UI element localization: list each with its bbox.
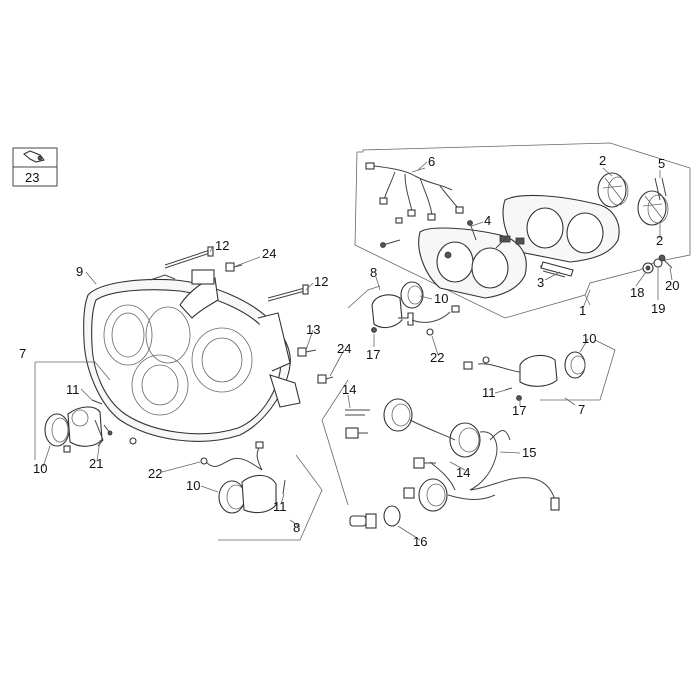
callout-22-upper: 22	[430, 350, 444, 365]
callout-8-lower: 8	[293, 520, 300, 535]
part-22-nut-upper	[426, 328, 434, 336]
callout-17-right: 17	[512, 403, 526, 418]
callout-19: 19	[651, 301, 665, 316]
callout-12-top: 12	[215, 238, 229, 253]
callout-2-top: 2	[599, 153, 606, 168]
part-14-socket-top	[345, 398, 413, 439]
callout-2-bottom: 2	[656, 233, 663, 248]
callout-7-left: 7	[19, 346, 26, 361]
callout-6: 6	[428, 154, 435, 169]
part-22-nut-center	[200, 457, 208, 465]
part-13-screw	[297, 347, 317, 357]
group-7-right-indicator-outline	[540, 339, 616, 401]
part-10-indicator-lens-left	[44, 413, 70, 447]
callout-17-upper: 17	[366, 347, 380, 362]
callout-9: 9	[76, 264, 83, 279]
part-11-screw-right	[504, 387, 513, 391]
callout-23: 23	[25, 170, 39, 185]
part-3-bracket	[540, 261, 574, 277]
part-12-bolt-right	[267, 284, 309, 302]
part-6-wiring-harness	[365, 162, 464, 224]
callout-24-top: 24	[262, 246, 276, 261]
callout-24-right: 24	[337, 341, 351, 356]
part-14-socket-middle	[413, 457, 436, 469]
part-12-bolt-top	[164, 246, 214, 269]
part-17-screw-upper	[371, 327, 377, 333]
callout-16: 16	[413, 534, 427, 549]
callout-13: 13	[306, 322, 320, 337]
callout-labels: 23 6 2 5 4 2 12 24 9 12 8 3 18 20 10 1 1…	[19, 153, 679, 549]
part-10-indicator-lens-right	[564, 351, 586, 379]
callout-22-center: 22	[148, 466, 162, 481]
callout-7-right: 7	[578, 402, 585, 417]
part-24-screw-right	[317, 374, 334, 384]
part-21-indicator-body-left	[63, 406, 104, 453]
part-15-lower-harness	[409, 419, 560, 512]
part-22-nut-left	[129, 437, 137, 445]
group-7-left-indicator-outline	[34, 361, 111, 460]
part-16-bulb-and-socket	[349, 487, 415, 529]
leader-lines	[42, 161, 673, 541]
part-18-washer	[642, 262, 654, 274]
part-5-screws	[654, 177, 667, 201]
callout-18: 18	[630, 285, 644, 300]
callout-5: 5	[658, 156, 665, 171]
callout-21: 21	[89, 456, 103, 471]
callout-10-upper: 10	[434, 291, 448, 306]
part-2-lamp-cover-bottom	[637, 190, 669, 226]
part-17-screw-right	[516, 395, 522, 401]
callout-10-right: 10	[582, 331, 596, 346]
part-9-headlight-assembly	[83, 269, 301, 442]
callout-10-lower: 10	[186, 478, 200, 493]
group-lower-lamps-outline	[321, 379, 349, 506]
callout-12-right: 12	[314, 274, 328, 289]
part-11-screw-lower	[282, 479, 286, 495]
part-1-rear-light-housing	[418, 194, 620, 299]
part-2-lamp-cover-top	[597, 172, 629, 208]
callout-15: 15	[522, 445, 536, 460]
part-10-indicator-lens-upper	[400, 281, 424, 309]
callout-11-lower: 11	[273, 499, 287, 514]
part-indicator-body-upper	[371, 294, 460, 329]
part-4-screw	[467, 220, 477, 241]
callout-4: 4	[484, 213, 491, 228]
callout-10-left: 10	[33, 461, 47, 476]
callout-14-top: 14	[342, 382, 356, 397]
callout-11-left: 11	[66, 382, 80, 397]
group-8-lower-indicator-outline	[218, 454, 323, 541]
part-11-screw-left	[91, 399, 113, 436]
part-23-clip-box	[12, 147, 58, 187]
callout-8-upper: 8	[370, 265, 377, 280]
callout-20: 20	[665, 278, 679, 293]
part-indicator-body-right	[463, 354, 558, 387]
group-8-upper-indicator-outline	[347, 285, 381, 309]
callout-3: 3	[537, 275, 544, 290]
callout-1: 1	[579, 303, 586, 318]
part-10-indicator-lens-lower	[218, 480, 246, 514]
callout-14-middle: 14	[456, 465, 470, 480]
part-24-screw-top	[225, 262, 243, 272]
part-indicator-body-lower	[206, 441, 277, 514]
part-4-screw-2	[380, 239, 401, 248]
part-20-screw	[658, 254, 673, 269]
callout-11-right: 11	[482, 385, 496, 400]
